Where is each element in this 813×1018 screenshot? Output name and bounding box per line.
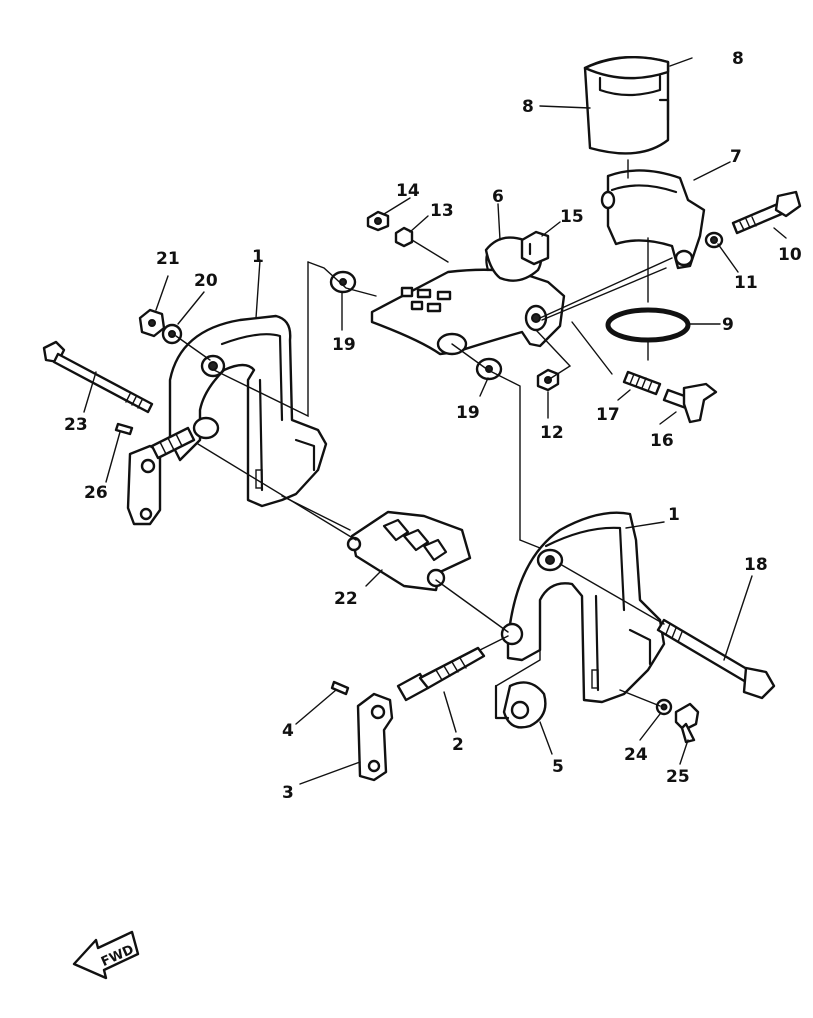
part-5-pad <box>494 681 547 729</box>
part-1-clamp-bracket-right <box>500 511 666 704</box>
handle-left <box>126 426 196 526</box>
part-17-stud <box>622 370 662 396</box>
part-24-washer <box>655 698 673 716</box>
callout-22: 22 <box>334 589 358 609</box>
part-26-pin <box>114 422 134 436</box>
part-25-wing-nut <box>674 702 700 744</box>
part-18-bolt <box>656 618 776 700</box>
callout-19b: 19 <box>456 403 480 423</box>
callout-23: 23 <box>64 415 88 435</box>
callout-16: 16 <box>650 431 674 451</box>
callout-12: 12 <box>540 423 564 443</box>
callout-24: 24 <box>624 745 648 765</box>
part-23-bolt <box>42 340 154 414</box>
callout-10: 10 <box>778 245 802 265</box>
part-3-handle <box>356 692 394 782</box>
part-19-washer-upper <box>329 270 357 294</box>
callout-6: 6 <box>492 187 504 207</box>
part-20-washer <box>161 323 183 345</box>
callout-15: 15 <box>560 207 584 227</box>
callout-3: 3 <box>282 783 294 803</box>
part-9-o-ring <box>605 307 691 343</box>
callout-21: 21 <box>156 249 180 269</box>
part-21-nut <box>138 308 166 338</box>
callout-8a: 8 <box>732 49 744 69</box>
callout-5: 5 <box>552 757 564 777</box>
assembly-lines <box>175 159 673 707</box>
part-2-screw <box>396 646 486 702</box>
part-15-rubber-block <box>520 230 550 266</box>
part-7-clamp <box>600 169 706 270</box>
part-4-pin <box>330 680 350 696</box>
callout-19a: 19 <box>332 335 356 355</box>
part-19-washer-lower <box>475 357 503 381</box>
callout-11: 11 <box>734 273 758 293</box>
part-1-clamp-bracket-left <box>168 314 328 508</box>
part-22-plate <box>346 510 472 592</box>
part-13-collar <box>394 226 414 248</box>
callout-1a: 1 <box>252 247 264 267</box>
callout-14: 14 <box>396 181 420 201</box>
part-14-screw <box>366 210 390 232</box>
callout-8b: 8 <box>522 97 534 117</box>
callout-numbers: 8 8 7 10 11 9 14 13 6 15 19 19 12 17 16 … <box>64 49 802 803</box>
leader-lines <box>83 57 787 785</box>
part-11-washer <box>704 231 724 249</box>
callout-18: 18 <box>744 555 768 575</box>
callout-20: 20 <box>194 271 218 291</box>
callout-9: 9 <box>722 315 734 335</box>
callout-4: 4 <box>282 721 294 741</box>
callout-17: 17 <box>596 405 620 425</box>
callout-13: 13 <box>430 201 454 221</box>
part-16-wing-bolt <box>662 382 718 424</box>
part-8-sleeve <box>583 56 670 155</box>
callout-7: 7 <box>730 147 742 167</box>
callout-2: 2 <box>452 735 464 755</box>
callout-26: 26 <box>84 483 108 503</box>
forward-arrow-icon: FWD <box>72 930 140 980</box>
callout-1b: 1 <box>668 505 680 525</box>
callout-25: 25 <box>666 767 690 787</box>
part-10-bolt <box>731 190 802 235</box>
